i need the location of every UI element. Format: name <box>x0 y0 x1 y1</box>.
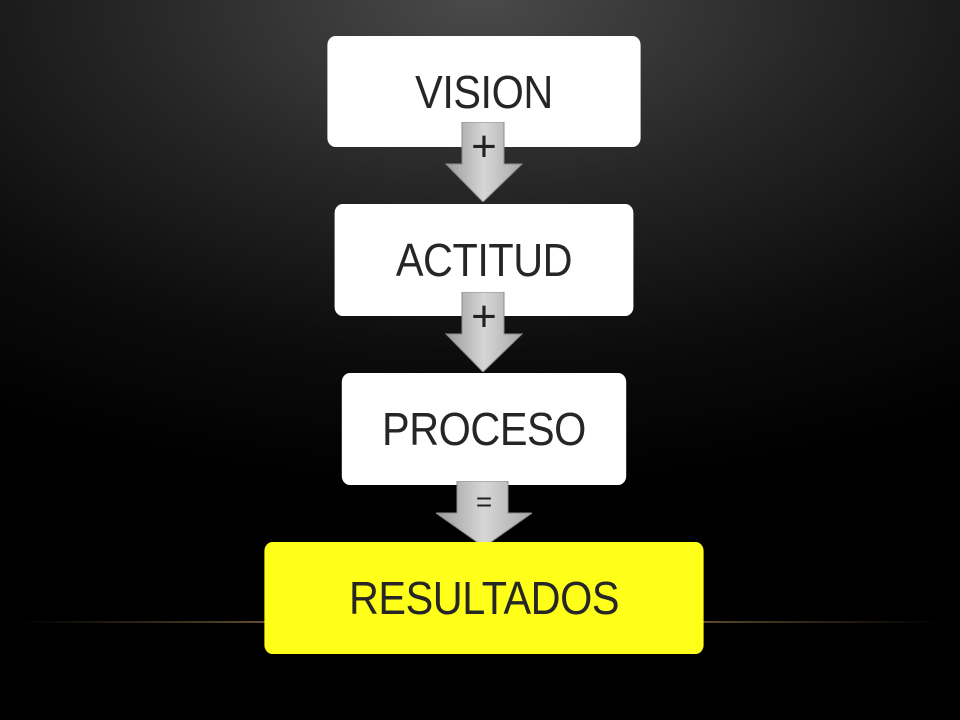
down-arrow-2 <box>444 292 524 372</box>
step-label-vision: VISION <box>415 65 553 118</box>
plus-operator-1: + <box>471 122 497 171</box>
step-label-actitud: ACTITUD <box>395 234 573 286</box>
down-arrow-3 <box>436 481 532 547</box>
step-label-resultados: RESULTADOS <box>348 572 620 624</box>
down-arrow-1 <box>444 122 524 202</box>
step-label-proceso: PROCESO <box>382 403 586 455</box>
step-box-resultados: RESULTADOS <box>264 542 704 654</box>
equals-operator: = <box>475 486 493 517</box>
step-box-proceso: PROCESO <box>341 373 627 485</box>
step-box-actitud: ACTITUD <box>334 204 634 316</box>
plus-operator-2: + <box>471 292 497 341</box>
